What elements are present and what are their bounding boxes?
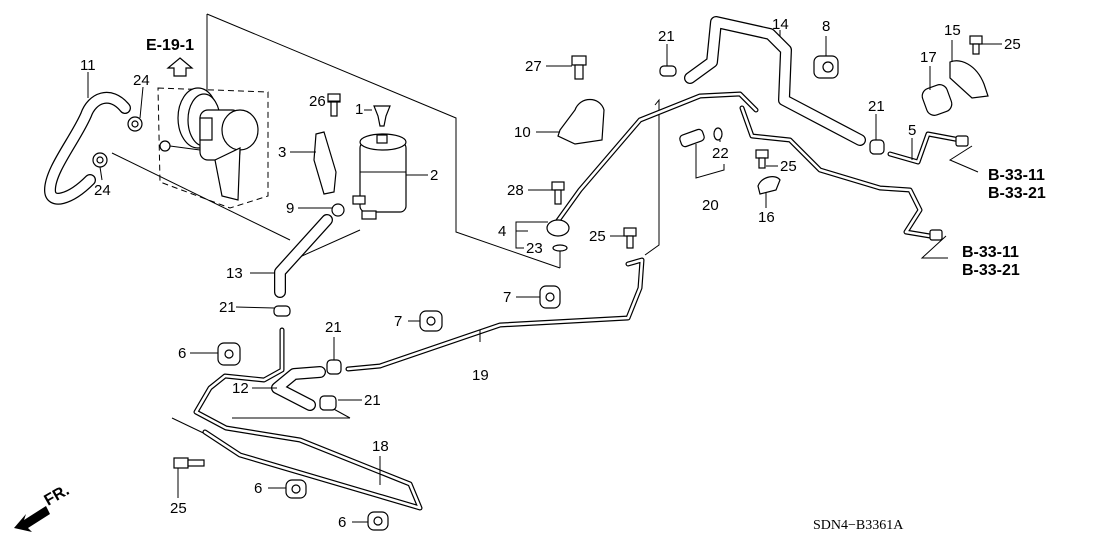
assembly-lines [111,13,660,441]
bolt-26[interactable] [327,93,341,117]
callout-25[interactable]: 25 [780,158,797,175]
bolt-28[interactable] [551,181,565,205]
callout-18[interactable]: 18 [372,438,389,455]
ref-lower-1[interactable]: B-33-11 [962,244,1019,261]
callout-25[interactable]: 25 [1004,36,1021,53]
clamp-7-right[interactable] [539,285,561,309]
bracket-10[interactable] [557,98,605,145]
clamp-21-c[interactable] [869,139,885,155]
clamp-7-left[interactable] [419,310,443,332]
pipe-19[interactable] [345,257,645,372]
bolt-25-top-right[interactable] [969,35,983,55]
cushion-17[interactable] [920,82,954,117]
pressure-hose-4[interactable] [546,91,759,237]
power-steering-pump[interactable] [157,87,269,209]
callout-15[interactable]: 15 [944,22,961,39]
callout-21[interactable]: 21 [658,28,675,45]
clamp-6-middle[interactable] [285,479,307,499]
callout-leaders: "/> [87,30,1002,523]
callout-3[interactable]: 3 [278,144,286,161]
bolt-25-lower-left[interactable] [173,457,205,469]
callout-1[interactable]: 1 [355,101,363,118]
callout-26[interactable]: 26 [309,93,326,110]
bolt-25-right[interactable] [755,149,769,169]
callout-24[interactable]: 24 [94,182,111,199]
callout-21[interactable]: 21 [364,392,381,409]
callout-20[interactable]: 20 [702,197,719,214]
clamp-8[interactable] [813,55,839,79]
clamp-21-b[interactable] [659,65,677,77]
clamp-21-a[interactable] [273,305,291,317]
clamp-24-upper[interactable] [127,116,143,132]
callout-17[interactable]: 17 [920,49,937,66]
callout-5[interactable]: 5 [908,122,916,139]
bracket-15[interactable] [949,60,989,99]
callout-14[interactable]: 14 [772,16,789,33]
pump-reference-label[interactable]: E-19-1 [146,37,194,54]
callout-28[interactable]: 28 [507,182,524,199]
washer-22[interactable] [713,127,723,141]
callout-7[interactable]: 7 [503,289,511,306]
callout-13[interactable]: 13 [226,265,243,282]
front-arrow-icon [14,506,50,532]
callout-24[interactable]: 24 [133,72,150,89]
callout-25[interactable]: 25 [170,500,187,517]
reference-arrows [920,145,979,259]
callout-10[interactable]: 10 [514,124,531,141]
diagram-code: SDN4−B3361A [813,518,904,533]
bracket-16[interactable] [757,176,781,195]
bracket-3[interactable] [313,131,337,195]
callout-6[interactable]: 6 [178,345,186,362]
callout-16[interactable]: 16 [758,209,775,226]
callout-21[interactable]: 21 [219,299,236,316]
callout-21[interactable]: 21 [868,98,885,115]
ref-upper-2[interactable]: B-33-21 [988,185,1046,202]
pump-reference[interactable]: E-19-1 [146,37,194,77]
callout-25[interactable]: 25 [589,228,606,245]
ref-lower-2[interactable]: B-33-21 [962,262,1020,279]
pipe-5[interactable] [887,131,969,165]
reservoir-2[interactable] [352,133,407,220]
front-direction-indicator: FR. [14,482,72,532]
hose-11[interactable] [44,91,131,205]
clip-1[interactable] [373,105,391,127]
callout-11[interactable]: 11 [80,57,96,74]
cooler-pipe-18[interactable] [193,327,423,511]
callout-4[interactable]: 4 [498,223,506,240]
callout-19[interactable]: 19 [472,367,489,384]
washer-23[interactable] [552,244,568,252]
return-hose-14[interactable] [684,16,866,146]
hose-13[interactable] [274,214,333,298]
callout-labels: 11 24 24 26 1 3 2 9 13 21 6 21 12 21 7 7… [80,16,1021,531]
callout-2[interactable]: 2 [430,167,438,184]
callout-21[interactable]: 21 [325,319,342,336]
callout-27[interactable]: 27 [525,58,542,75]
clamp-6-lower[interactable] [367,511,389,531]
callout-6[interactable]: 6 [254,480,262,497]
callout-9[interactable]: 9 [286,200,294,217]
bolt-27[interactable] [571,55,587,80]
clamp-21-d[interactable] [326,359,342,375]
hose-12[interactable] [271,366,326,411]
callout-6[interactable]: 6 [338,514,346,531]
feed-pipe[interactable] [739,105,943,241]
front-label: FR. [42,482,73,510]
callout-8[interactable]: 8 [822,18,830,35]
callout-7[interactable]: 7 [394,313,402,330]
callout-23[interactable]: 23 [526,240,543,257]
callout-22[interactable]: 22 [712,145,729,162]
clamp-21-e[interactable] [319,395,337,411]
section-references: B-33-11 B-33-21 B-33-11 B-33-21 [962,167,1046,279]
clamp-9[interactable] [331,203,345,217]
up-arrow-icon [166,57,194,77]
clamp-24-lower[interactable] [92,152,108,168]
callout-12[interactable]: 12 [232,380,249,397]
ref-upper-1[interactable]: B-33-11 [988,167,1045,184]
bolt-25-middle[interactable] [623,227,637,249]
clamp-6-upper[interactable] [217,342,241,366]
pressure-switch-20[interactable] [679,128,706,148]
